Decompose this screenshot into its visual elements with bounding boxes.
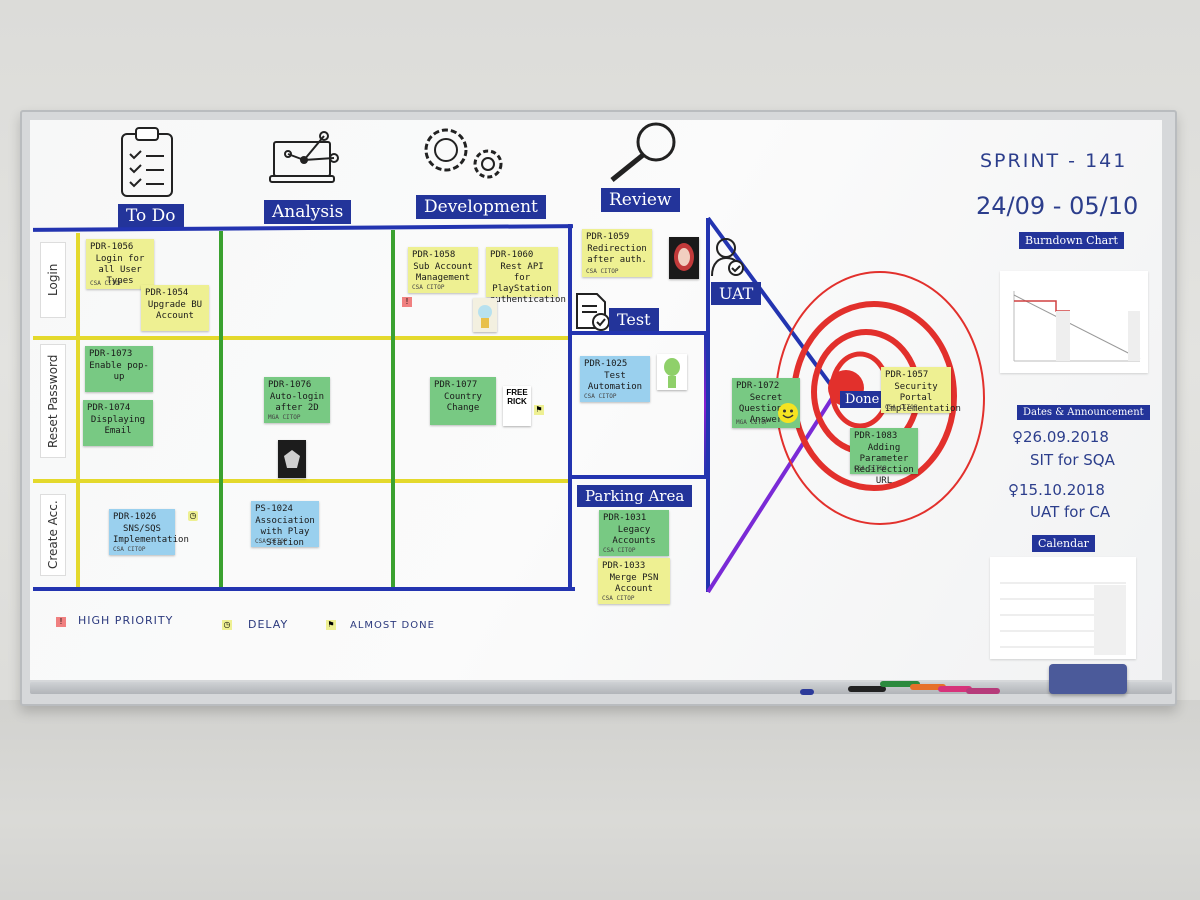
tape-parking-top	[572, 475, 706, 479]
clipboard-icon	[121, 127, 173, 197]
parking-area-header: Parking Area	[577, 485, 693, 507]
column-header-test: Test	[609, 308, 659, 331]
gears-icon	[424, 128, 503, 179]
row-label-login: Login	[40, 242, 66, 318]
dates-announcement-label: Dates & Announcement	[1017, 405, 1150, 420]
row-label-reset-password: Reset Password	[40, 344, 66, 458]
house-sigil-sticker	[278, 440, 306, 478]
network-laptop-icon	[269, 131, 339, 183]
announcement-2-text: UAT for CA	[1030, 503, 1111, 521]
whiteboard-eraser[interactable]	[1049, 664, 1127, 694]
burndown-chart-label: Burndown Chart	[1019, 232, 1124, 249]
marker[interactable]	[848, 686, 886, 692]
portrait-sticker	[669, 237, 699, 279]
column-header-analysis: Analysis	[264, 200, 352, 224]
announcement-1-date: ♀26.09.2018	[1012, 428, 1109, 446]
burndown-chart-printout	[1000, 271, 1148, 373]
announcement-1-text: SIT for SQA	[1030, 451, 1115, 469]
tape-bottom	[33, 587, 575, 591]
column-header-review: Review	[601, 188, 680, 212]
legend-high-priority: HIGH PRIORITY	[78, 614, 174, 627]
rick-sticker	[473, 298, 497, 332]
tape-col-divider	[76, 233, 80, 587]
uat-arrow	[706, 216, 838, 594]
user-check-icon	[711, 238, 744, 277]
marker-cap	[800, 689, 814, 695]
tape-col-divider	[219, 231, 223, 587]
announcement-2-date: ♀15.10.2018	[1008, 481, 1105, 499]
marker[interactable]	[966, 688, 1000, 694]
sprint-name: SPRINT - 141	[980, 150, 1128, 172]
magnifier-icon	[610, 122, 676, 182]
legend-delay: DELAY	[248, 618, 289, 631]
high-priority-legend-icon: !	[56, 617, 66, 627]
column-header-uat: UAT	[711, 282, 762, 305]
wall	[0, 700, 1200, 900]
tape-col-divider	[391, 230, 395, 587]
high-priority-icon: !	[402, 297, 412, 307]
marker[interactable]	[880, 681, 920, 687]
column-header-done: Done	[840, 391, 885, 408]
tape-row-divider	[33, 479, 571, 483]
smiley-icon	[778, 403, 798, 423]
row-label-create-account: Create Acc.	[40, 494, 66, 576]
alien-sticker	[657, 354, 687, 390]
delay-legend-icon: ◷	[222, 620, 232, 630]
calendar-label: Calendar	[1032, 535, 1095, 552]
column-header-development: Development	[416, 195, 546, 219]
marker-tray	[30, 682, 1172, 694]
tape-row-divider	[33, 336, 569, 340]
tape-col-divider	[568, 224, 572, 589]
sprint-dates: 24/09 - 05/10	[976, 192, 1139, 220]
marker[interactable]	[938, 686, 972, 692]
column-header-todo: To Do	[118, 204, 184, 228]
document-check-icon	[576, 293, 610, 331]
free-rick-sticker: FREE RICK	[503, 386, 531, 426]
delay-clock-icon: ◷	[188, 511, 198, 521]
marker[interactable]	[910, 684, 946, 690]
almost-done-legend-icon: ⚑	[326, 620, 336, 630]
calendar-printout	[990, 557, 1136, 659]
tape-test-top	[572, 331, 708, 335]
legend-almost-done: ALMOST DONE	[350, 620, 435, 631]
almost-done-icon: ⚑	[534, 405, 544, 415]
